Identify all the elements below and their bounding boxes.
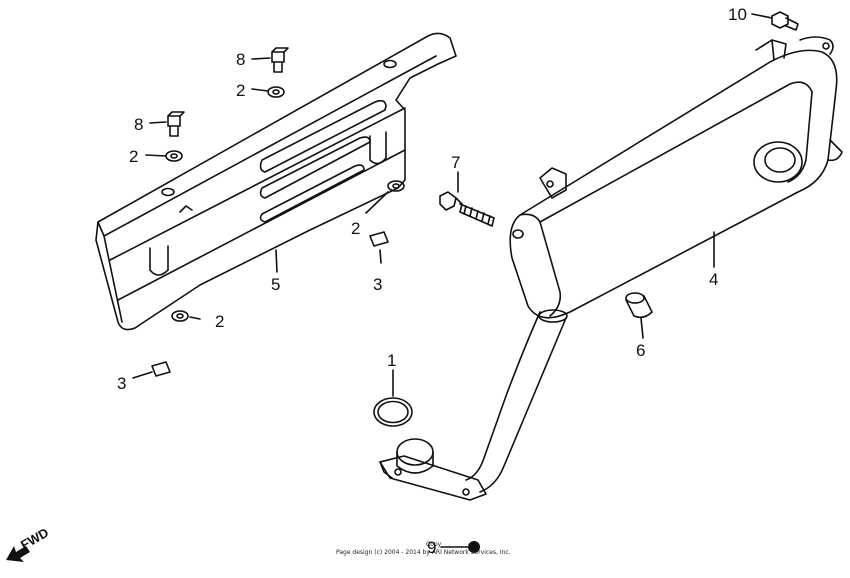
bolt-part-10 (771, 11, 799, 31)
callout-4: 4 (709, 270, 718, 289)
callout-6: 6 (636, 341, 645, 360)
callout-10: 10 (728, 5, 747, 24)
bolt-part-7 (439, 191, 495, 227)
callout-3a: 3 (373, 275, 382, 294)
callout-8a: 8 (236, 50, 245, 69)
exhaust-pipe-part-4 (379, 309, 568, 501)
washer-part-2a (267, 86, 285, 98)
callout-labels: 1 2 2 2 2 3 3 4 5 6 7 8 8 9 10 (117, 5, 747, 557)
callout-2b: 2 (129, 147, 138, 166)
callout-5: 5 (271, 275, 280, 294)
gasket-part-1 (373, 397, 413, 427)
copyright-notice: Copy Page design (c) 2004 - 2014 by ARI … (336, 541, 511, 556)
clip-part-3a (369, 231, 389, 247)
callout-8b: 8 (134, 115, 143, 134)
collar-part-6 (625, 292, 653, 319)
washer-part-2d (171, 310, 189, 322)
clip-part-3b (151, 361, 171, 377)
callout-2a: 2 (236, 81, 245, 100)
callout-9: 9 (427, 538, 436, 557)
muffler-part-4 (509, 36, 843, 319)
callout-7: 7 (451, 153, 460, 172)
bolt-part-8a (271, 47, 289, 73)
fwd-arrow-icon (6, 546, 30, 562)
washer-part-2b (165, 150, 183, 162)
callout-1: 1 (387, 351, 396, 370)
callout-3b: 3 (117, 374, 126, 393)
heat-shield-part-5 (95, 32, 457, 331)
copyright-line-2: Page design (c) 2004 - 2014 by ARI Netwo… (336, 549, 511, 556)
leader-lines (132, 13, 773, 548)
callout-2c: 2 (351, 219, 360, 238)
fwd-label: FWD (18, 525, 51, 553)
copyright-line-1: Copy (426, 541, 442, 548)
callout-2d: 2 (215, 312, 224, 331)
fwd-indicator: FWD (6, 525, 51, 562)
bolt-part-8b (167, 111, 185, 137)
washer-part-2c (387, 180, 405, 192)
nut-part-9 (468, 541, 480, 553)
